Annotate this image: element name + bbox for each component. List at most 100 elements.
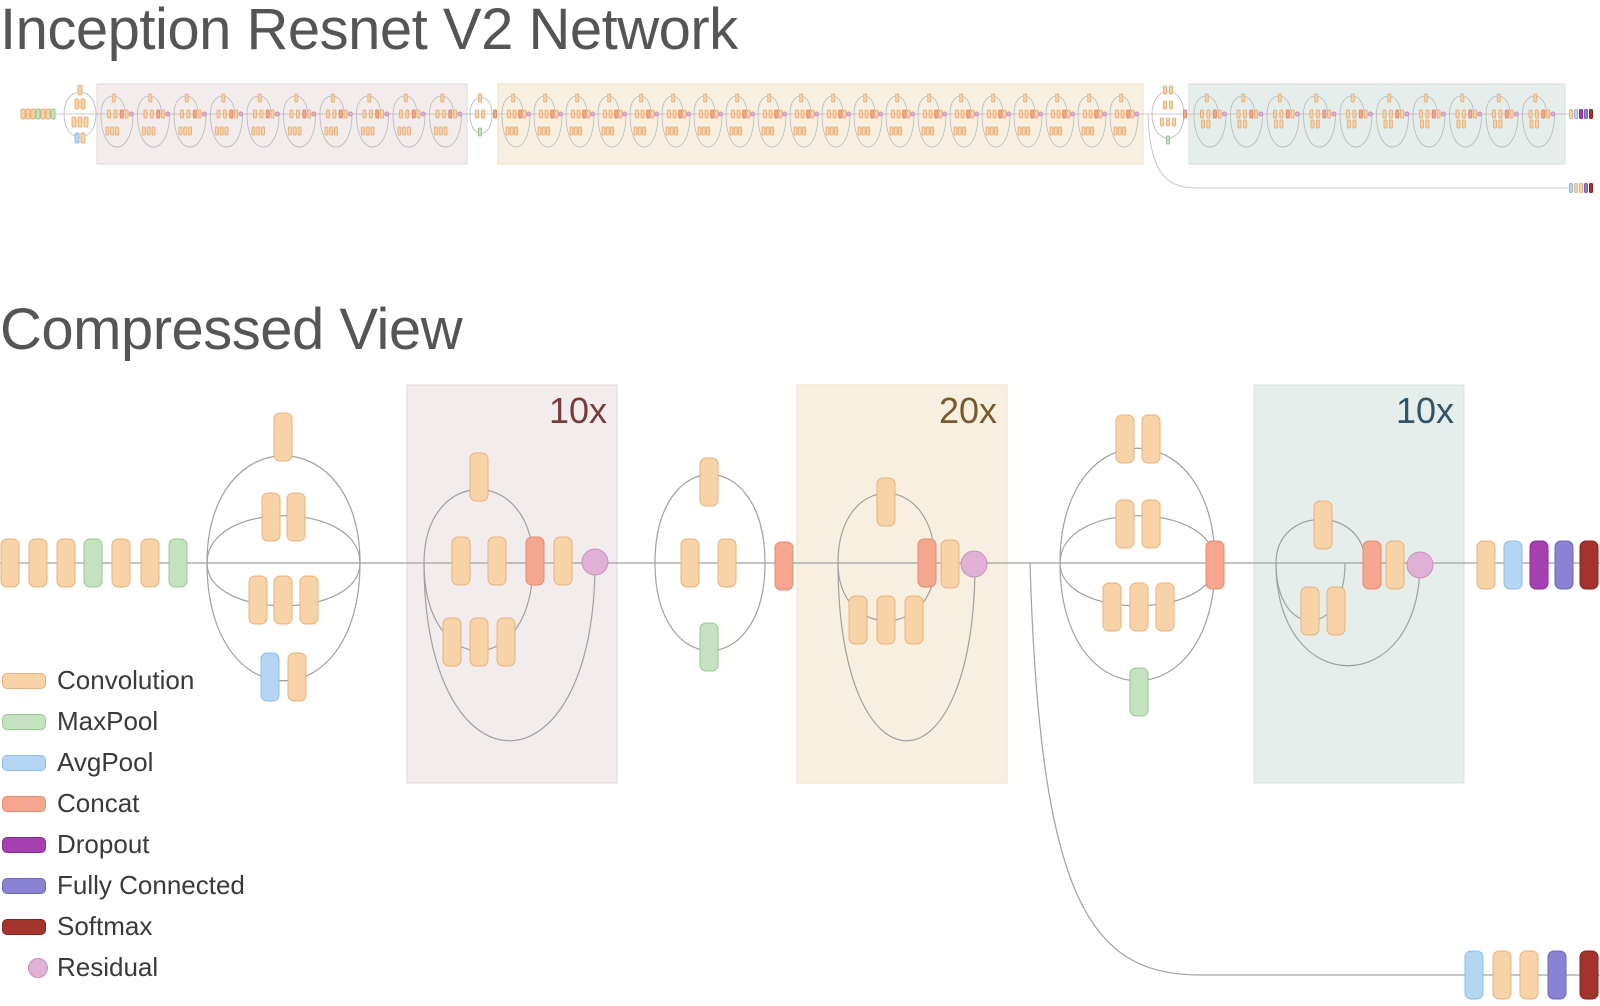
residual-node: [1258, 111, 1264, 117]
conv-node: [639, 93, 644, 103]
conv-node: [1460, 93, 1465, 103]
conv-node: [1019, 109, 1023, 119]
conv-node: [1529, 119, 1534, 129]
residual-node: [1134, 111, 1140, 117]
conv-node: [618, 109, 623, 119]
conv-node: [216, 109, 221, 119]
maxpool-node: [83, 538, 103, 588]
conv-node: [576, 109, 581, 119]
legend-swatch-maxpool: [2, 714, 46, 730]
edge: [1230, 113, 1263, 148]
conv-node: [876, 477, 896, 527]
edge: [1077, 113, 1107, 148]
conv-node: [765, 126, 770, 136]
conv-node: [180, 109, 184, 119]
conv-node: [1383, 119, 1388, 129]
residual-node: [457, 111, 463, 117]
conv-node: [731, 109, 735, 119]
conv-node: [989, 126, 994, 136]
conv-node: [1350, 93, 1355, 103]
conv-node: [1498, 109, 1503, 119]
conv-node: [1273, 119, 1278, 129]
edge: [533, 113, 563, 148]
conv-node: [608, 109, 613, 119]
conv-node: [1163, 85, 1167, 95]
residual-node: [1294, 111, 1300, 117]
conv-node: [475, 109, 479, 119]
conv-node: [738, 126, 742, 136]
conv-node: [706, 126, 710, 136]
conv-node: [295, 109, 300, 119]
conv-node: [496, 617, 516, 667]
conv-node: [1242, 119, 1247, 129]
legend-item-avgpool: AvgPool: [0, 744, 300, 785]
conv-node: [573, 126, 578, 136]
conv-node: [832, 109, 837, 119]
conv-node: [403, 93, 408, 103]
conv-node: [874, 109, 879, 119]
conv-node: [938, 109, 943, 119]
repeat-block-b: [796, 384, 1008, 784]
conv-node: [1327, 109, 1332, 119]
conv-node: [635, 109, 639, 119]
repeat-block-a: [406, 384, 618, 784]
conv-node: [146, 126, 151, 136]
conv-node: [292, 126, 297, 136]
conv-node: [1309, 109, 1314, 119]
residual-node: [1440, 111, 1446, 117]
conv-node: [799, 93, 804, 103]
conv-node: [1090, 126, 1094, 136]
conv-node: [699, 457, 719, 507]
conv-node: [509, 126, 514, 136]
conv-node: [1400, 109, 1405, 119]
conv-node: [402, 126, 407, 136]
conv-node: [1085, 126, 1090, 136]
concat-node: [806, 109, 811, 119]
concat-node: [1212, 109, 1217, 119]
conv-node: [546, 126, 550, 136]
edge: [565, 113, 595, 148]
avgpool-node: [74, 132, 80, 144]
conv-node: [1081, 126, 1086, 136]
conv-node: [671, 93, 676, 103]
maxpool-node: [35, 108, 41, 120]
concat-node: [1183, 109, 1187, 119]
conv-node: [746, 109, 751, 119]
concat-node: [1504, 109, 1509, 119]
conv-node: [864, 109, 869, 119]
edge: [63, 91, 97, 115]
concat-node: [156, 109, 161, 119]
conv-node: [697, 126, 702, 136]
residual-node: [274, 111, 280, 117]
edge: [1449, 113, 1482, 148]
conv-node: [1363, 109, 1368, 119]
concat-node: [710, 109, 715, 119]
conv-node: [433, 126, 438, 136]
conv-node: [28, 538, 48, 588]
conv-node: [831, 93, 836, 103]
edge: [206, 455, 361, 564]
conv-node: [1115, 109, 1119, 119]
conv-node: [876, 595, 896, 645]
conv-node: [438, 126, 443, 136]
conv-node: [443, 126, 448, 136]
legend-item-concat: Concat: [0, 785, 300, 826]
conv-node: [74, 98, 80, 110]
edge: [392, 113, 426, 148]
residual-node: [311, 111, 317, 117]
conv-node: [113, 109, 118, 119]
concat-node: [1030, 109, 1035, 119]
conv-node: [701, 126, 706, 136]
conv-node: [1387, 93, 1392, 103]
conv-node: [1279, 119, 1284, 129]
maxpool-node: [1166, 135, 1170, 145]
legend-item-softmax: Softmax: [0, 908, 300, 949]
conv-node: [1206, 109, 1211, 119]
conv-node: [1436, 109, 1441, 119]
conv-node: [367, 93, 372, 103]
residual-node: [846, 111, 852, 117]
conv-node: [451, 536, 471, 586]
conv-node: [682, 109, 687, 119]
repeat-label-block-a: 10x: [549, 390, 607, 431]
edge: [100, 113, 134, 148]
